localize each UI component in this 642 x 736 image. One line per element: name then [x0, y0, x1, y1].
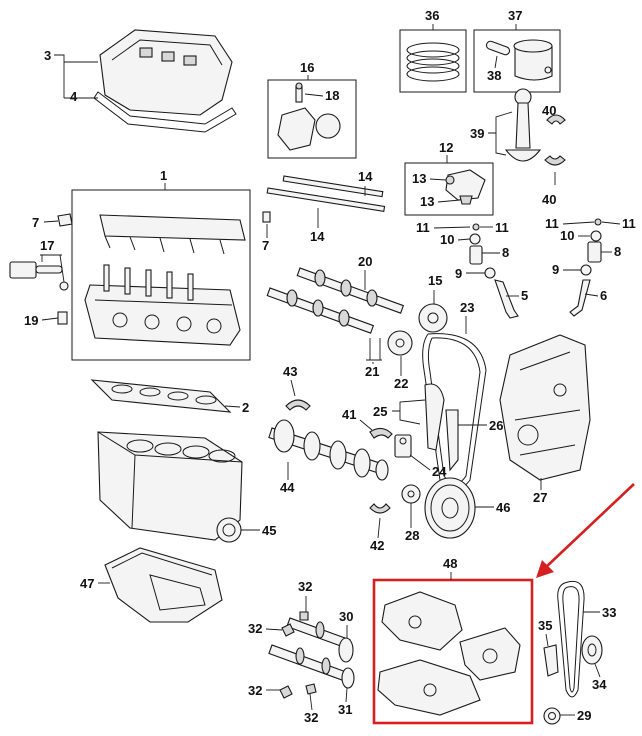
- callout-14b: 14: [310, 229, 325, 244]
- camshafts[interactable]: [266, 267, 405, 334]
- chain-guides[interactable]: [424, 383, 459, 472]
- callout-13a: 13: [412, 171, 426, 186]
- cam-sprocket-lower[interactable]: [387, 330, 413, 356]
- callout-32b: 32: [248, 621, 262, 636]
- callout-17: 17: [40, 238, 54, 253]
- cam-sprocket-upper[interactable]: [418, 303, 448, 333]
- callout-3: 3: [44, 48, 51, 63]
- callout-48: 48: [443, 556, 457, 571]
- callout-11a: 11: [416, 220, 430, 235]
- thrust-washers[interactable]: [285, 399, 311, 411]
- callout-18: 18: [325, 88, 339, 103]
- callout-10b: 10: [560, 228, 574, 243]
- callout-42: 42: [370, 538, 384, 553]
- callout-14a: 14: [358, 169, 373, 184]
- cylinder-head-group[interactable]: [71, 189, 251, 361]
- rear-oil-seal[interactable]: [216, 517, 242, 543]
- rocker-shafts[interactable]: [266, 175, 386, 213]
- callout-5: 5: [521, 288, 528, 303]
- callout-32d: 32: [304, 710, 318, 725]
- oil-pump-sprocket[interactable]: [581, 635, 603, 665]
- callout-13b: 13: [420, 194, 434, 209]
- callout-20: 20: [358, 254, 372, 269]
- callout-37: 37: [508, 8, 522, 23]
- crank-sprocket[interactable]: [401, 484, 421, 504]
- callout-11d: 11: [622, 216, 636, 231]
- callout-24: 24: [432, 464, 447, 479]
- callout-8b: 8: [614, 244, 621, 259]
- main-bearing-upper[interactable]: [369, 427, 393, 439]
- callout-46: 46: [496, 500, 510, 515]
- callout-43: 43: [283, 364, 297, 379]
- balance-shafts[interactable]: [268, 617, 355, 689]
- callout-11c: 11: [545, 216, 559, 231]
- oil-pump-highlight-box: [372, 578, 534, 725]
- callout-8a: 8: [502, 245, 509, 260]
- callout-23: 23: [460, 300, 474, 315]
- oil-pump-chain[interactable]: [557, 580, 585, 698]
- callout-6: 6: [600, 288, 607, 303]
- callout-27: 27: [533, 490, 547, 505]
- oil-pan[interactable]: [104, 547, 223, 623]
- balance-shaft-bearings[interactable]: [279, 611, 317, 699]
- callout-19: 19: [24, 313, 38, 328]
- crankshaft[interactable]: [268, 419, 389, 481]
- callout-11b: 11: [495, 220, 509, 235]
- left-sensors[interactable]: [9, 211, 271, 325]
- callout-40b: 40: [542, 192, 556, 207]
- callout-9a: 9: [455, 266, 462, 281]
- callout-30: 30: [339, 609, 353, 624]
- highlight-arrow: [536, 483, 635, 578]
- piston-rings[interactable]: [399, 29, 467, 93]
- callout-26: 26: [489, 418, 503, 433]
- callout-10a: 10: [440, 232, 454, 247]
- callout-29: 29: [577, 708, 591, 723]
- oil-pump-assembly[interactable]: [377, 591, 521, 716]
- chain-guide-lower[interactable]: [543, 644, 559, 677]
- callout-4: 4: [70, 89, 78, 104]
- callout-32c: 32: [248, 683, 262, 698]
- callout-28: 28: [405, 528, 419, 543]
- head-gasket[interactable]: [90, 379, 232, 413]
- oil-control-valve-group[interactable]: [267, 79, 357, 159]
- callout-1: 1: [160, 168, 167, 183]
- timing-chain-cover[interactable]: [499, 334, 591, 481]
- piston-assembly[interactable]: [473, 29, 561, 93]
- callout-9b: 9: [552, 262, 559, 277]
- valve-train-left[interactable]: [469, 223, 519, 319]
- main-bearing-lower[interactable]: [369, 503, 391, 514]
- callout-47: 47: [80, 576, 94, 591]
- callout-33: 33: [602, 605, 616, 620]
- callout-44: 44: [280, 480, 295, 495]
- crank-pulley[interactable]: [424, 477, 476, 539]
- callout-45: 45: [262, 523, 276, 538]
- callout-15: 15: [428, 273, 442, 288]
- valve-cover[interactable]: [93, 29, 237, 133]
- callout-39: 39: [470, 126, 484, 141]
- chain-tensioner[interactable]: [394, 434, 412, 458]
- callout-21: 21: [365, 364, 379, 379]
- callout-40a: 40: [542, 103, 556, 118]
- callout-41: 41: [342, 407, 356, 422]
- callout-31: 31: [338, 702, 352, 717]
- callout-2: 2: [242, 400, 249, 415]
- callout-22: 22: [394, 376, 408, 391]
- callout-36: 36: [425, 8, 439, 23]
- callout-34: 34: [592, 677, 607, 692]
- rocker-arm-group[interactable]: [404, 162, 494, 216]
- callout-25: 25: [373, 404, 387, 419]
- callout-7a: 7: [32, 215, 39, 230]
- callout-7b: 7: [262, 238, 269, 253]
- callout-38: 38: [487, 68, 501, 83]
- valve-train-right[interactable]: [569, 218, 602, 317]
- connecting-rod[interactable]: [504, 88, 566, 166]
- callout-32a: 32: [298, 579, 312, 594]
- callout-35: 35: [538, 618, 552, 633]
- callout-12: 12: [439, 140, 453, 155]
- callout-16: 16: [300, 60, 314, 75]
- front-oil-seal[interactable]: [543, 707, 561, 725]
